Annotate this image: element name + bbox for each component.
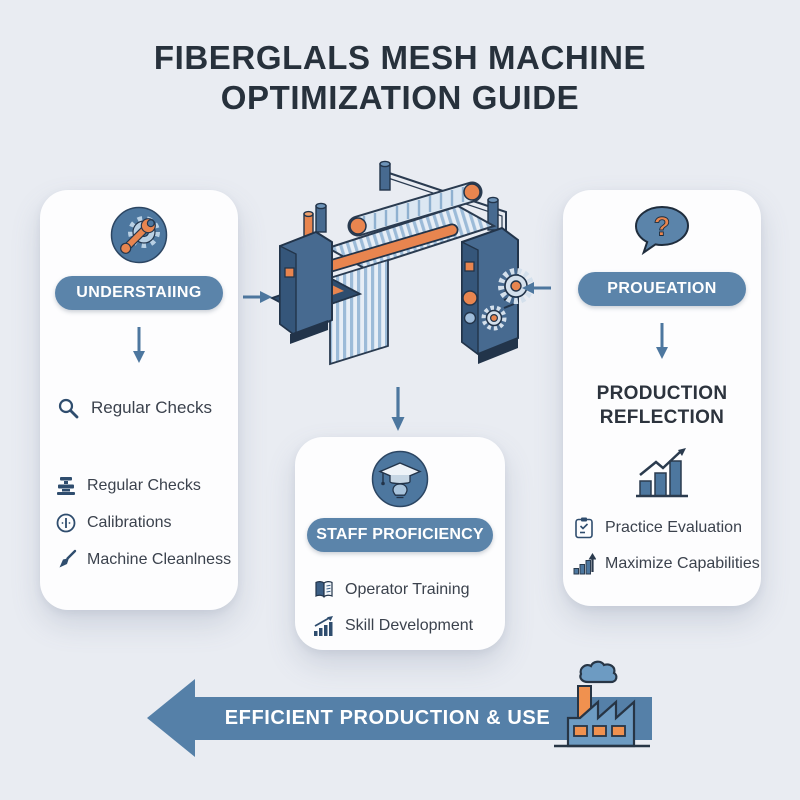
magnifier-icon [58, 398, 79, 419]
understanding-card: UNDERSTAIING Regular Checks Regular Chec… [40, 190, 238, 610]
factory-icon [554, 660, 650, 748]
production-reflection-card: ? PROUEATION PRODUCTION REFLECTION [563, 190, 761, 606]
maximize-chart-icon [573, 552, 596, 575]
list-item: Practice Evaluation [572, 516, 760, 540]
list-item-label: Machine Cleanlness [87, 551, 232, 568]
rising-bar-chart-icon [636, 447, 688, 498]
list-item-label: Regular Checks [91, 398, 212, 417]
list-item: Skill Development [312, 614, 473, 638]
svg-text:?: ? [654, 212, 671, 242]
list-item-label: Maximize Capabilities [605, 554, 760, 572]
growth-bars-icon [314, 616, 333, 636]
list-item: Machine Cleanlness [54, 548, 231, 572]
gear-wrench-icon [110, 206, 168, 264]
graduation-cap-icon [371, 450, 429, 508]
list-item: Maximize Capabilities [572, 552, 760, 576]
list-item-label: Operator Training [345, 581, 470, 598]
banner-arrowhead [147, 679, 195, 757]
clipboard-check-icon [575, 517, 593, 539]
arrow-right-card-to-machine [522, 282, 551, 294]
maintenance-list: Regular Checks Calibrations Machine Clea… [40, 474, 231, 572]
list-item-label: Calibrations [87, 514, 172, 531]
training-list: Operator Training Skill Development [295, 578, 473, 638]
page-title: FIBERGLALS MESH MACHINE OPTIMIZATION GUI… [0, 38, 800, 119]
proueation-badge: PROUEATION [578, 272, 746, 306]
list-item: Regular Checks [40, 396, 212, 420]
list-item-label: Practice Evaluation [605, 518, 742, 536]
list-item-label: Skill Development [345, 617, 474, 634]
list-item: Operator Training [312, 578, 473, 602]
list-item: Regular Checks [54, 474, 231, 498]
production-reflection-heading: PRODUCTION REFLECTION [597, 382, 728, 430]
open-book-icon [315, 581, 333, 598]
heading-line2: REFLECTION [599, 406, 725, 428]
cleaning-brush-icon [59, 549, 77, 568]
evaluation-list: Practice Evaluation Maximize Capabilitie… [563, 516, 760, 576]
banner-label: EFFICIENT PRODUCTION & USE [224, 707, 551, 729]
heading-line1: PRODUCTION [596, 383, 728, 404]
down-arrow-icon [133, 327, 145, 363]
list-item-label: Regular Checks [87, 477, 201, 494]
staff-proficiency-card: STAFF PROFICIENCY Operator Training Skil… [295, 437, 505, 650]
down-arrow-icon [656, 323, 668, 359]
arrow-left-card-to-machine [243, 291, 272, 303]
page-title-line1: FIBERGLALS MESH MACHINE [153, 39, 647, 76]
question-bubble-icon: ? [634, 205, 690, 256]
list-item: Calibrations [54, 511, 231, 535]
calibration-gauge-icon [56, 513, 76, 533]
press-machine-icon [57, 477, 75, 495]
understanding-badge: UNDERSTAIING [55, 276, 223, 310]
page-title-line2: OPTIMIZATION GUIDE [220, 79, 580, 117]
staff-proficiency-badge: STAFF PROFICIENCY [307, 518, 493, 552]
mesh-machine-illustration [269, 160, 534, 366]
arrow-machine-to-center-card [391, 387, 405, 431]
